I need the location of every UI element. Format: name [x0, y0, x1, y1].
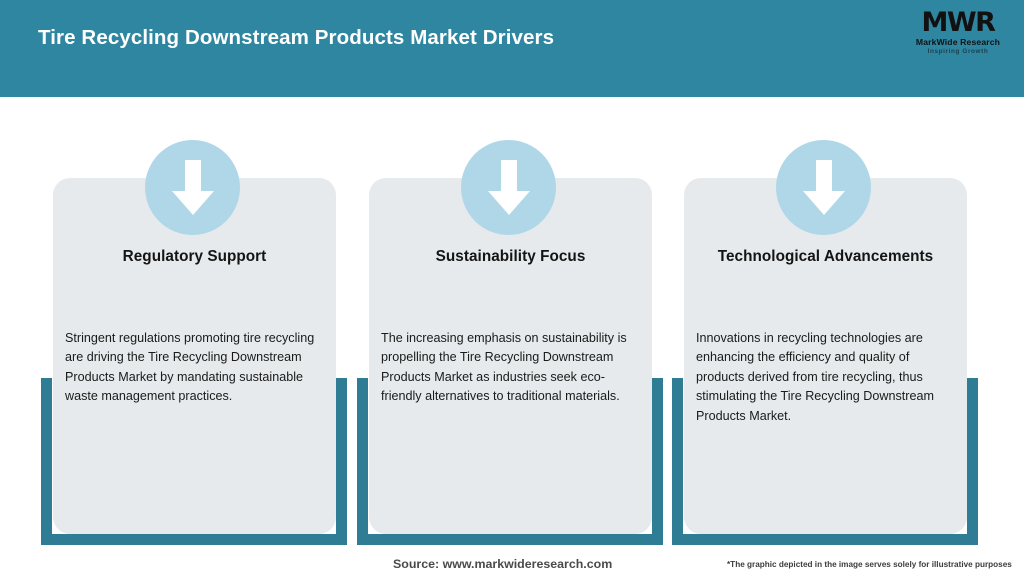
card-heading: Sustainability Focus [435, 248, 586, 265]
card-body-text: Innovations in recycling technologies ar… [696, 331, 934, 423]
disclaimer-note: *The graphic depicted in the image serve… [727, 560, 1012, 569]
down-arrow-icon [461, 140, 556, 235]
card-heading: Regulatory Support [122, 248, 267, 265]
down-arrow-icon [776, 140, 871, 235]
logo-company-name: MarkWide Research [915, 37, 1001, 47]
driver-cards-container: Regulatory Support Stringent regulations… [0, 97, 1024, 545]
card-panel [684, 178, 967, 534]
card-bracket-accent [672, 378, 978, 545]
card-bracket-accent [357, 378, 663, 545]
driver-card: Technological Advancements Innovations i… [672, 97, 978, 545]
card-bracket-accent [41, 378, 347, 545]
card-panel [369, 178, 652, 534]
source-label: Source: www.markwideresearch.com [393, 557, 613, 571]
down-arrow-icon [145, 140, 240, 235]
header-band: Tire Recycling Downstream Products Marke… [0, 0, 1024, 97]
logo-monogram: MWR [921, 7, 996, 38]
driver-card: Regulatory Support Stringent regulations… [41, 97, 347, 545]
card-body-text: Stringent regulations promoting tire rec… [65, 331, 315, 404]
card-panel [53, 178, 336, 534]
driver-card: Sustainability Focus The increasing emph… [357, 97, 663, 545]
card-heading: Technological Advancements [717, 248, 934, 265]
logo-tagline: Inspiring Growth [927, 48, 989, 55]
card-body-text: The increasing emphasis on sustainabilit… [381, 331, 627, 404]
brand-logo: MWR MarkWide Research Inspiring Growth [906, 8, 1010, 62]
page-title: Tire Recycling Downstream Products Marke… [38, 26, 555, 49]
